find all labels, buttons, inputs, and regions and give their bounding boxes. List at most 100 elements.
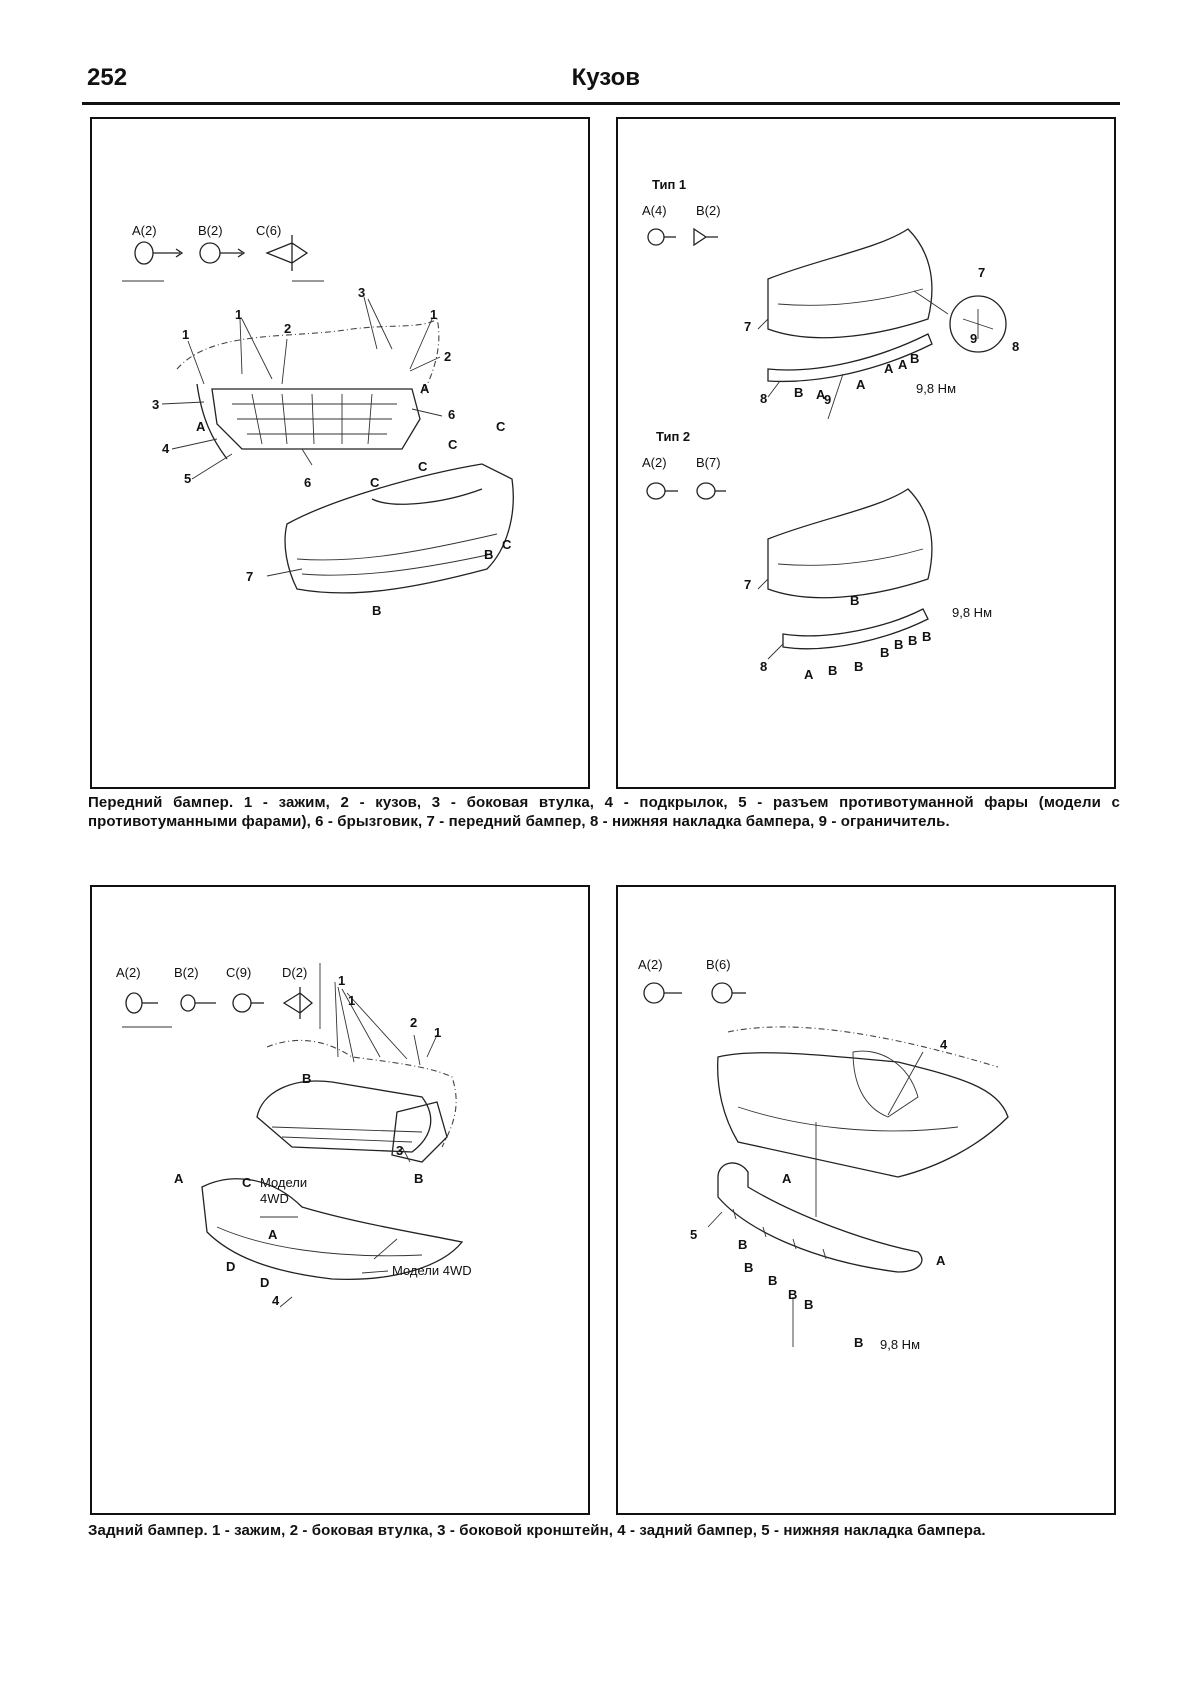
fastener-letter: B — [768, 1273, 777, 1288]
rear-bumper-drawing: A(2) B(2) C(9) D(2) 1 1 2 1 3 4 A B C A … — [116, 963, 472, 1308]
fastener-label: B(2) — [696, 203, 721, 218]
fastener-letter: A — [856, 377, 866, 392]
clip-a-icon — [643, 982, 682, 1004]
fastener-letter: B — [894, 637, 903, 652]
fastener-letter: B — [854, 1335, 863, 1350]
callout-number: 1 — [338, 973, 345, 988]
fastener-letter: C — [448, 437, 458, 452]
fastener-label: B(6) — [706, 957, 731, 972]
callout-number: 8 — [1012, 339, 1019, 354]
note-4wd-line2: 4WD — [260, 1191, 289, 1206]
front-bumper-caption: Передний бампер. 1 - зажим, 2 - кузов, 3… — [88, 794, 1120, 830]
lower-molding-diagram: Тип 1 A(4) B(2) 7 7 8 9 8 9 9,8 Нм B A A… — [616, 117, 1116, 789]
rear-bumper-caption: Задний бампер. 1 - зажим, 2 - боковая вт… — [88, 1522, 986, 1539]
callout-number: 5 — [690, 1227, 697, 1242]
callout-number: 3 — [396, 1143, 403, 1158]
clip-a-icon — [125, 992, 158, 1014]
fastener-letter: A — [898, 357, 908, 372]
front-bumper-exploded-diagram: A(2) B(2) C(6) 1 1 2 3 1 2 3 4 5 6 6 7 A — [90, 117, 590, 789]
torque-value: 9,8 Нм — [880, 1337, 920, 1352]
torque-value: 9,8 Нм — [952, 605, 992, 620]
fastener-label: C(9) — [226, 965, 251, 980]
fastener-letter: B — [828, 663, 837, 678]
callout-number: 1 — [235, 307, 242, 322]
fastener-letter: B — [414, 1171, 423, 1186]
type1-molding-outline — [767, 333, 933, 383]
callout-number: 6 — [304, 475, 311, 490]
fastener-label: B(7) — [696, 455, 721, 470]
rear-bumper-outline — [717, 1052, 1009, 1178]
torque-value: 9,8 Нм — [916, 381, 956, 396]
lower-molding-drawing: Тип 1 A(4) B(2) 7 7 8 9 8 9 9,8 Нм B A A… — [642, 177, 1019, 682]
fastener-letter: B — [850, 593, 859, 608]
rear-lower-molding-diagram: A(2) B(6) 4 5 A A B B B B B B 9,8 Нм — [616, 885, 1116, 1515]
fastener-letter: B — [880, 645, 889, 660]
callout-number: 7 — [744, 577, 751, 592]
note-4wd-bottom: Модели 4WD — [392, 1263, 472, 1278]
rear-bumper-exploded-diagram: A(2) B(2) C(9) D(2) 1 1 2 1 3 4 A B C A … — [90, 885, 590, 1515]
clip-d-icon — [282, 987, 314, 1019]
fastener-letter: B — [910, 351, 919, 366]
fastener-letter: B — [788, 1287, 797, 1302]
splash-guard-outline — [211, 388, 421, 450]
fastener-letter: A — [174, 1171, 184, 1186]
fastener-letter: A — [268, 1227, 278, 1242]
fastener-letter: A — [782, 1171, 792, 1186]
fastener-letter: C — [502, 537, 512, 552]
detail-circle — [949, 295, 1007, 353]
fastener-letter: B — [908, 633, 917, 648]
fastener-letter: B — [854, 659, 863, 674]
page-number: 252 — [87, 64, 128, 91]
callout-number: 1 — [434, 1025, 441, 1040]
fastener-letter: C — [242, 1175, 252, 1190]
type2-molding-outline — [782, 608, 929, 650]
callout-number: 8 — [760, 391, 767, 406]
type1-title: Тип 1 — [652, 177, 686, 192]
rear-body-outline — [256, 1080, 432, 1153]
fastener-label: A(2) — [116, 965, 141, 980]
callout-number: 7 — [978, 265, 985, 280]
callout-number: 3 — [358, 285, 365, 300]
callout-number: 1 — [348, 993, 355, 1008]
clip-b-icon — [693, 227, 718, 247]
callout-number: 9 — [970, 331, 977, 346]
type2-title: Тип 2 — [656, 429, 690, 444]
fastener-label: A(2) — [638, 957, 663, 972]
fastener-letter: B — [794, 385, 803, 400]
fastener-label: C(6) — [256, 223, 281, 238]
lower-molding-outline — [717, 1162, 923, 1273]
fastener-letter: B — [738, 1237, 747, 1252]
fastener-label: A(2) — [642, 455, 667, 470]
clip-b-icon — [711, 982, 746, 1004]
type1-bumper-outline — [767, 228, 933, 339]
fastener-letter: B — [744, 1260, 753, 1275]
fastener-label: B(2) — [174, 965, 199, 980]
rear-bumper-outline — [201, 1178, 464, 1281]
callout-number: 4 — [272, 1293, 280, 1308]
callout-number: 9 — [824, 392, 831, 407]
callout-number: 7 — [246, 569, 253, 584]
callout-number: 4 — [940, 1037, 948, 1052]
fastener-letter: D — [260, 1275, 269, 1290]
fastener-letter: C — [496, 419, 506, 434]
fastener-letter: B — [372, 603, 381, 618]
fastener-letter: A — [884, 361, 894, 376]
fastener-letter: C — [418, 459, 428, 474]
side-bracket-outline — [391, 1101, 448, 1163]
callout-number: 4 — [162, 441, 170, 456]
callout-number: 5 — [184, 471, 191, 486]
section-title: Кузов — [571, 64, 640, 91]
clip-b-icon — [180, 994, 216, 1012]
callout-number: 1 — [430, 307, 437, 322]
fastener-letter: C — [370, 475, 380, 490]
fastener-letter: D — [226, 1259, 235, 1274]
fastener-letter: B — [804, 1297, 813, 1312]
fastener-letter: A — [196, 419, 206, 434]
fastener-letter: B — [484, 547, 493, 562]
fastener-letter: A — [816, 387, 826, 402]
callout-number: 8 — [760, 659, 767, 674]
fastener-letter: B — [302, 1071, 311, 1086]
clip-c-icon — [265, 235, 309, 271]
fastener-label: A(2) — [132, 223, 157, 238]
rear-lower-molding-drawing: A(2) B(6) 4 5 A A B B B B B B 9,8 Нм — [638, 957, 1009, 1352]
